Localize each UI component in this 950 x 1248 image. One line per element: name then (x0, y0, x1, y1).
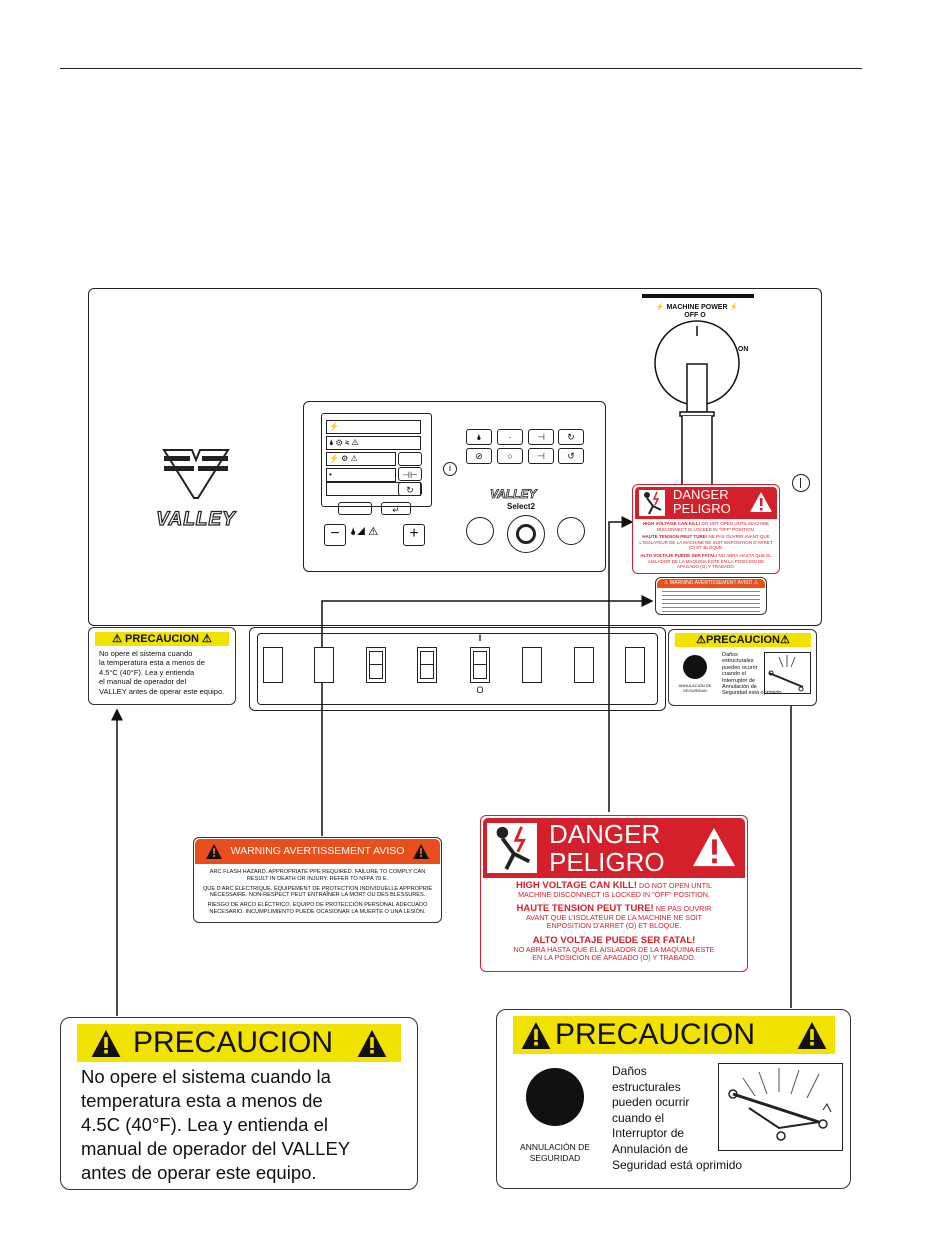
switch-blank-4[interactable] (574, 647, 594, 683)
danger-header-small: DANGER PELIGRO (635, 487, 777, 519)
switch-panel (249, 627, 666, 711)
valley-logo-text: VALLEY (156, 508, 236, 530)
key-water-on[interactable]: 🌢 (466, 429, 492, 445)
valley-logo: VALLEY (148, 446, 244, 531)
decrease-button[interactable]: − (324, 524, 346, 546)
switch-blank-2[interactable] (314, 647, 334, 683)
danger-label: DANGER PELIGRO HIGH VOLTAGE CAN KILL! DO… (480, 815, 748, 972)
warning-triangle-icon (413, 844, 429, 859)
switch-panel-inner (257, 633, 658, 705)
warning-label-small: ⚠ WARNING AVERTISSEMENT AVISO ⚠ (655, 577, 767, 615)
forward-knob[interactable] (557, 517, 585, 545)
override-button-icon (683, 655, 707, 679)
danger-body-small: HIGH VOLTAGE CAN KILL! DO NOT OPEN UNTIL… (639, 521, 773, 570)
disconnect-bar (642, 294, 754, 298)
override-button-label: ANNULACIÓN DE SEGURIDAD (520, 1142, 590, 1163)
display-row-1: ⚡ (326, 420, 421, 434)
precaucion-header-right: PRECAUCION (513, 1016, 835, 1054)
key-ring[interactable]: ○ (497, 448, 523, 464)
danger-body: HIGH VOLTAGE CAN KILL! DO NOT OPEN UNTIL… (513, 880, 715, 963)
key-forward[interactable]: ↺ (558, 448, 584, 464)
precaucion-label-small-right: ⚠PRECAUCION⚠ ANNULACIÓN DE SEGURIDAD Dañ… (668, 629, 817, 706)
warning-triangle-icon (693, 827, 735, 867)
display-key-c[interactable]: ↻ (398, 482, 422, 496)
controller-model: Select2 (507, 502, 536, 511)
precaucion-header-small-right: ⚠PRECAUCION⚠ (675, 633, 811, 647)
precaucion-text-small-left: No opere el sistema cuando la temperatur… (99, 649, 225, 696)
menu-button[interactable] (338, 502, 372, 515)
key-water-off[interactable]: ⊘ (466, 448, 492, 464)
precaucion-text-right: Daños estructurales pueden ocurrir cuand… (612, 1064, 743, 1172)
control-panel-door (88, 288, 822, 626)
enter-button[interactable]: ↵ (381, 502, 411, 515)
override-button-label-small: ANNULACIÓN DE SEGURIDAD (678, 683, 712, 693)
info-icon: i (443, 462, 457, 476)
leader-warning (321, 595, 654, 836)
structural-damage-icon (718, 1063, 843, 1151)
rocker-switch-2[interactable] (417, 647, 437, 683)
caution-triangle-icon (91, 1030, 121, 1057)
precaucion-label-right: PRECAUCION ANNULACIÓN DE SEGURIDAD Daños… (496, 1009, 851, 1189)
shock-hazard-icon (487, 823, 537, 873)
precaucion-label-small-left: ⚠ PRECAUCION ⚠ No opere el sistema cuand… (88, 627, 236, 705)
precaucion-text-small-right: Daños estructurales pueden ocurrir cuand… (722, 652, 782, 697)
warning-triangle-icon (206, 844, 222, 859)
switch-on-mark: I (478, 633, 482, 643)
key-reverse[interactable]: ↻ (558, 429, 584, 445)
header-rule (60, 68, 862, 69)
display-key-b[interactable]: ⊣⊢ (398, 467, 422, 481)
display-row-4: • (326, 468, 396, 482)
disconnect-label: ⚡ MACHINE POWER ⚡ (655, 304, 739, 311)
caution-triangle-icon (357, 1030, 387, 1057)
switch-blank-1[interactable] (263, 647, 283, 683)
key-stop[interactable]: ⊣ (528, 429, 554, 445)
switch-blank-5[interactable] (625, 647, 645, 683)
warning-label: WARNING AVERTISSEMENT AVISO ARC FLASH HA… (193, 837, 442, 923)
start-stop-knob[interactable] (507, 515, 545, 553)
precaucion-header-small-left: ⚠ PRECAUCION ⚠ (95, 632, 229, 646)
controller-display (321, 413, 432, 507)
caution-triangle-icon (521, 1022, 551, 1049)
display-key-a[interactable] (398, 452, 422, 466)
switch-off-mark: O (476, 685, 484, 695)
display-row-5 (326, 482, 421, 496)
danger-label-small: DANGER PELIGRO HIGH VOLTAGE CAN KILL! DO… (632, 484, 780, 574)
precaucion-text-left: No opere el sistema cuando la temperatur… (81, 1066, 351, 1183)
leader-danger (608, 516, 634, 812)
warning-triangle-icon (750, 492, 772, 512)
rocker-switch-1[interactable] (366, 647, 386, 683)
door-latch[interactable] (792, 474, 810, 492)
structural-damage-icon (764, 652, 811, 694)
controller-brand: VALLEY (490, 487, 537, 502)
precaucion-label-left: PRECAUCION No opere el sistema cuando la… (60, 1017, 418, 1190)
disconnect-handle[interactable] (654, 318, 740, 488)
warning-body: ARC FLASH HAZARD. APPROPRIATE PPE REQUIR… (202, 869, 433, 915)
water-depth-icon: 🌢◢ ⚠ (350, 526, 378, 538)
warning-header-small: ⚠ WARNING AVERTISSEMENT AVISO ⚠ (657, 579, 765, 588)
key-run[interactable]: ⊣ (528, 448, 554, 464)
valley-v-icon (162, 449, 230, 499)
warning-header: WARNING AVERTISSEMENT AVISO (195, 839, 440, 864)
disconnect-on-label: I ON (734, 346, 749, 353)
switch-blank-3[interactable] (522, 647, 542, 683)
caution-triangle-icon (797, 1022, 827, 1049)
rocker-switch-3[interactable] (470, 647, 490, 683)
override-button-icon (526, 1068, 584, 1126)
precaucion-header-left: PRECAUCION (77, 1024, 401, 1062)
key-dot[interactable]: · (497, 429, 523, 445)
increase-button[interactable]: + (403, 524, 425, 546)
select2-controller (303, 401, 606, 572)
disconnect-off-label: OFF O (684, 312, 706, 319)
display-row-3: ⚡ ⚙ ⚠ (326, 452, 396, 466)
display-row-2: 🌢 ⚙ ≋ ⚠ (326, 436, 421, 450)
shock-hazard-icon (639, 490, 665, 516)
danger-header: DANGER PELIGRO (483, 818, 745, 878)
reverse-knob[interactable] (466, 517, 494, 545)
